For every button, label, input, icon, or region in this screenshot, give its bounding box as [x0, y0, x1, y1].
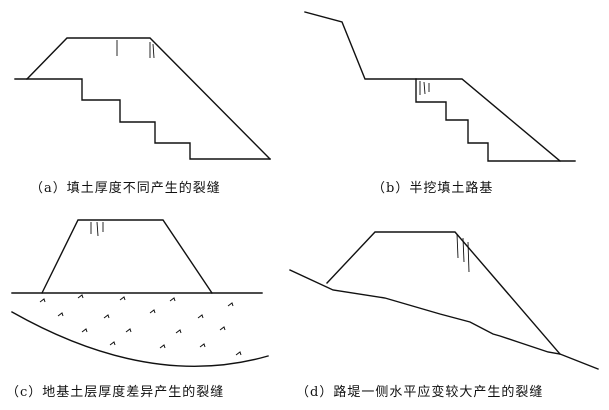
diagram-c-embankment-outline: [41, 219, 213, 294]
diagram-b-half-cut-fill: （b）半挖填土路基: [304, 11, 576, 196]
diagram-c-soil-hatching: [39, 294, 242, 356]
diagram-c-crack-marks: [90, 221, 104, 237]
diagram-a-fill-thickness: （a）填土厚度不同产生的裂缝: [14, 37, 271, 196]
diagram-b-cut-slope-and-surface: [304, 11, 561, 162]
diagram-d-embankment-outline: [326, 231, 561, 355]
diagram-c-soil-layer: （c）地基土层厚度差异产生的裂缝: [6, 219, 269, 400]
caption-b: （b）半挖填土路基: [372, 180, 493, 196]
diagram-b-fill-steps: [415, 78, 576, 162]
diagram-d-ground-line: [289, 269, 599, 370]
diagram-a-ground-steps: [26, 78, 271, 160]
diagram-b-crack-marks: [419, 81, 430, 95]
diagram-d-crack-marks: [456, 233, 470, 273]
diagram-d-horizontal-strain: （d）路堤一侧水平应变较大产生的裂缝: [289, 231, 599, 400]
caption-a: （a）填土厚度不同产生的裂缝: [30, 180, 221, 196]
caption-d: （d）路堤一侧水平应变较大产生的裂缝: [296, 384, 543, 400]
caption-c: （c）地基土层厚度差异产生的裂缝: [6, 384, 224, 400]
diagram-a-embankment-outline: [14, 37, 271, 160]
diagram-a-crack-marks: [116, 40, 155, 59]
diagram-c-soft-layer-boundary: [11, 311, 269, 368]
